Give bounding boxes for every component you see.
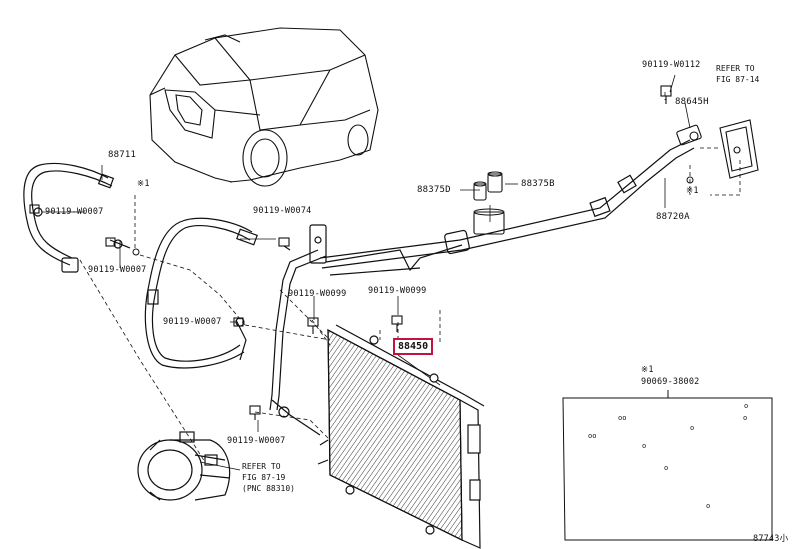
inset-box: oo oo o o o o o o — [562, 390, 773, 541]
pressure-switch — [660, 85, 702, 146]
refer-upper: REFER TO FIG 87-14 — [716, 63, 759, 85]
refer-lower-line2: FIG 87-19 — [242, 473, 286, 482]
part-label-90069: 90069-38002 — [641, 377, 700, 387]
part-label-88711: 88711 — [108, 150, 137, 160]
bolt-label-w0007-b: 90119-W0007 — [88, 265, 147, 275]
bolt-label-w0099-a: 90119-W0099 — [288, 289, 347, 299]
leader-solid — [42, 74, 691, 471]
condenser-88450 — [317, 324, 485, 549]
note-mark-right: ※1 — [686, 186, 699, 196]
receiver-caps — [473, 171, 505, 235]
note-mark-left: ※1 — [137, 179, 150, 189]
leader-lines — [79, 92, 741, 463]
hose-middle — [144, 217, 258, 369]
svg-text:o: o — [690, 424, 694, 432]
bolt-label-w0112: 90119-W0112 — [642, 60, 701, 70]
svg-text:o: o — [744, 402, 748, 410]
footer-code: 87743小 — [753, 534, 789, 544]
pipe-lower — [269, 249, 327, 436]
tube-88720a — [309, 139, 695, 276]
connector-markers — [132, 176, 694, 256]
note-mark-inset: ※1 — [641, 365, 654, 375]
bolts — [29, 204, 403, 420]
refer-upper-line2: FIG 87-14 — [716, 75, 760, 84]
part-label-88375b: 88375B — [521, 179, 555, 189]
refer-lower-line1: REFER TO — [242, 462, 281, 471]
bolt-label-w0007-a: 90119-W0007 — [45, 207, 104, 217]
part-label-88450: 88450 — [393, 338, 434, 355]
bolt-label-w0099-b: 90119-W0099 — [368, 286, 427, 296]
part-label-88720a: 88720A — [656, 212, 690, 222]
compressor — [137, 431, 231, 501]
part-label-88645h: 88645H — [675, 97, 709, 107]
refer-lower-line3: (PNC 88310) — [242, 484, 295, 493]
svg-text:o: o — [664, 464, 668, 472]
bolt-label-w0007-d: 90119-W0007 — [227, 436, 286, 446]
svg-text:oo: oo — [588, 432, 596, 440]
bolt-label-w0074: 90119-W0074 — [253, 206, 312, 216]
svg-text:o: o — [706, 502, 710, 510]
hose-88711 — [23, 162, 131, 273]
vehicle-illustration — [149, 27, 379, 187]
svg-text:o: o — [642, 442, 646, 450]
bracket-upper-right — [719, 119, 759, 179]
refer-lower: REFER TO FIG 87-19 (PNC 88310) — [242, 461, 295, 494]
bolt-label-w0007-c: 90119-W0007 — [163, 317, 222, 327]
refer-upper-line1: REFER TO — [716, 64, 755, 73]
svg-text:oo: oo — [618, 414, 626, 422]
part-label-88375d: 88375D — [417, 185, 451, 195]
svg-text:o: o — [743, 414, 747, 422]
